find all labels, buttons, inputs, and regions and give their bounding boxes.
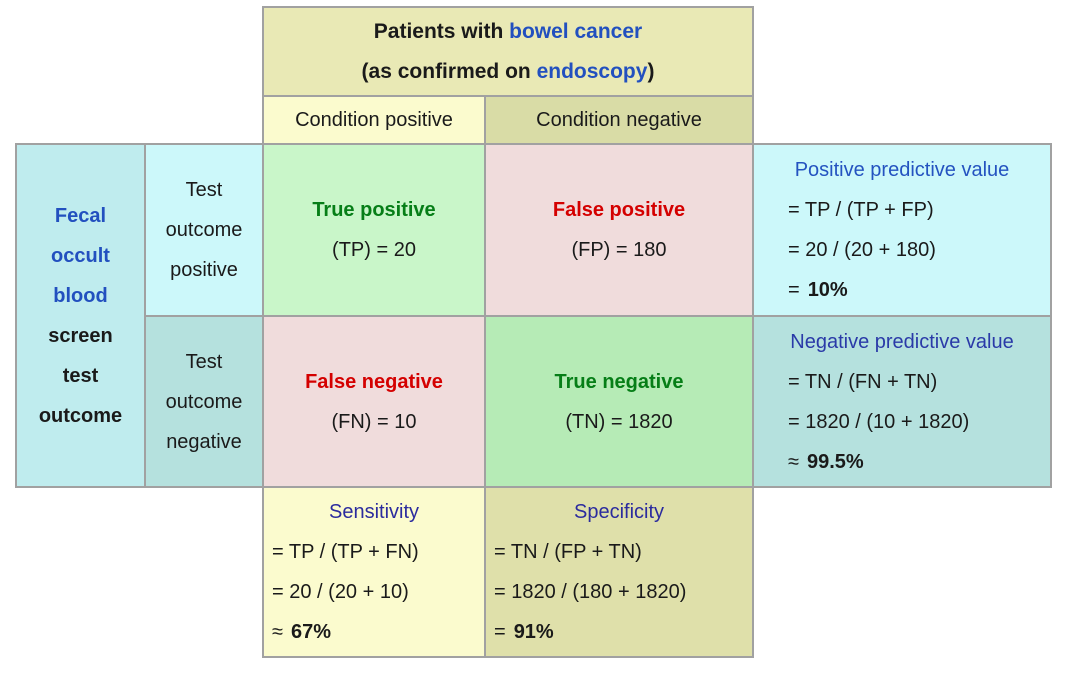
false-positive-cell: False positive (FP) = 180: [484, 143, 754, 317]
npv-title-link[interactable]: Negative predictive value: [790, 330, 1014, 353]
ppv-numbers-line: = 20 / (20 + 180): [788, 239, 936, 261]
true-negative-value: (TN) = 1820: [565, 410, 673, 433]
test-neg-line-1: Test: [185, 350, 223, 373]
specificity-cell: Specificity = TN / (FP + TN) = 1820 / (1…: [484, 486, 754, 658]
specificity-title-link[interactable]: Specificity: [573, 501, 665, 523]
false-positive-label: False positive: [552, 199, 686, 221]
false-negative-label: False negative: [305, 370, 443, 393]
page: Patients with bowel cancer (as confirmed…: [15, 6, 1052, 658]
true-negative-cell: True negative (TN) = 1820: [484, 315, 754, 488]
npv-formula-line: = TN / (FN + TN): [788, 370, 938, 393]
test-pos-line-1: Test: [185, 179, 223, 201]
true-positive-value: (TP) = 20: [332, 239, 416, 261]
false-positive-value: (FP) = 180: [571, 239, 667, 261]
row-header-line-screen: screen: [48, 324, 113, 347]
sensitivity-result-value: 67%: [290, 621, 332, 643]
sensitivity-result-line: ≈67%: [264, 612, 484, 652]
test-outcome-negative-header: Test outcome negative: [144, 315, 264, 488]
sensitivity-title-link[interactable]: Sensitivity: [328, 501, 420, 523]
specificity-result-prefix: =: [494, 621, 506, 643]
fecal-link-line-2[interactable]: occult: [51, 244, 110, 267]
specificity-result-value: 91%: [513, 621, 554, 643]
condition-positive-header: Condition positive: [262, 95, 486, 145]
ppv-result-prefix: =: [788, 279, 800, 301]
true-positive-label: True positive: [312, 199, 436, 221]
sensitivity-numbers-line: = 20 / (20 + 10): [272, 581, 409, 603]
blank-bottom-right: [753, 487, 1051, 657]
ppv-cell: Positive predictive value = TP / (TP + F…: [752, 143, 1052, 317]
blank-cond-left: [16, 96, 263, 144]
header-line2-pre: (as confirmed on: [361, 59, 537, 83]
test-pos-line-3: positive: [170, 259, 238, 281]
blank-top-right: [753, 7, 1051, 96]
header-line1-text: Patients with: [373, 19, 510, 43]
npv-result-prefix: ≈: [788, 450, 799, 473]
endoscopy-link[interactable]: endoscopy: [536, 59, 648, 83]
condition-negative-header: Condition negative: [484, 95, 754, 145]
header-line2: (as confirmed on endoscopy): [264, 52, 752, 92]
ppv-title-link[interactable]: Positive predictive value: [794, 159, 1010, 181]
patients-header-cell: Patients with bowel cancer (as confirmed…: [262, 6, 754, 97]
fecal-link-line-1[interactable]: Fecal: [54, 204, 107, 227]
npv-numbers-line: = 1820 / (10 + 1820): [788, 410, 970, 433]
header-line2-post: ): [647, 59, 655, 83]
ppv-result-line: = 10%: [754, 270, 1050, 310]
fecal-link-line-3[interactable]: blood: [53, 284, 108, 307]
test-outcome-positive-header: Test outcome positive: [144, 143, 264, 317]
blank-cond-right: [753, 96, 1051, 144]
test-neg-line-2: outcome: [165, 390, 243, 413]
npv-result-line: ≈99.5%: [754, 442, 1050, 482]
true-negative-label: True negative: [554, 370, 684, 393]
specificity-numbers-line: = 1820 / (180 + 1820): [494, 581, 687, 603]
bowel-cancer-link[interactable]: bowel cancer: [509, 19, 643, 43]
sensitivity-formula-line: = TP / (TP + FN): [272, 541, 419, 563]
header-line1: Patients with bowel cancer: [264, 12, 752, 52]
specificity-formula-line: = TN / (FP + TN): [494, 541, 642, 563]
specificity-result-line: = 91%: [486, 612, 752, 652]
test-pos-line-2: outcome: [165, 219, 243, 241]
confusion-matrix-table: Patients with bowel cancer (as confirmed…: [15, 6, 1052, 658]
blank-bottom-left: [16, 487, 263, 657]
sensitivity-result-prefix: ≈: [272, 621, 283, 643]
true-positive-cell: True positive (TP) = 20: [262, 143, 486, 317]
row-header-fecal-occult-blood: Fecal occult blood screen test outcome: [15, 143, 146, 488]
npv-cell: Negative predictive value = TN / (FN + T…: [752, 315, 1052, 488]
blank-top-left: [16, 7, 263, 96]
sensitivity-cell: Sensitivity = TP / (TP + FN) = 20 / (20 …: [262, 486, 486, 658]
ppv-result-value: 10%: [807, 279, 848, 301]
row-header-line-outcome: outcome: [38, 404, 123, 427]
row-header-line-test: test: [62, 364, 99, 387]
false-negative-cell: False negative (FN) = 10: [262, 315, 486, 488]
false-negative-value: (FN) = 10: [331, 410, 417, 433]
ppv-formula-line: = TP / (TP + FP): [788, 199, 934, 221]
npv-result-value: 99.5%: [806, 450, 864, 473]
test-neg-line-3: negative: [166, 430, 242, 453]
